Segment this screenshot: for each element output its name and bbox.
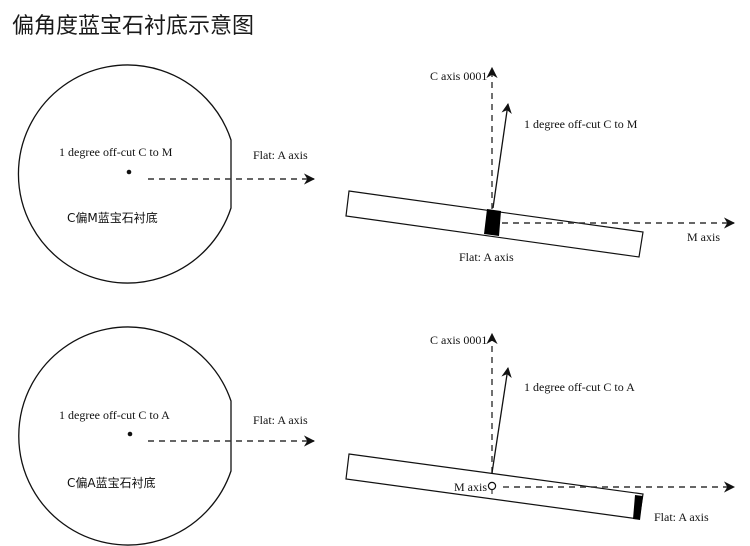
- substrate-label: C偏A蓝宝石衬底: [67, 475, 156, 490]
- wafer-outline: [17, 64, 232, 284]
- substrate-label: C偏M蓝宝石衬底: [67, 210, 158, 225]
- wafer-flat-label: Flat: A axis: [253, 413, 308, 427]
- wafer-outline: [18, 326, 232, 546]
- wafer-flat-label: Flat: A axis: [253, 148, 308, 162]
- wafer-top-view-c-to-a: 1 degree off-cut C to A Flat: A axis C偏A…: [18, 326, 316, 546]
- wafer-center-dot: [126, 169, 132, 175]
- c-axis-label: C axis 0001: [430, 69, 487, 83]
- wafer-offcut-label: 1 degree off-cut C to M: [59, 145, 173, 159]
- diagram-title: 偏角度蓝宝石衬底示意图: [12, 14, 255, 39]
- wafer-top-view-c-to-m: 1 degree off-cut C to M Flat: A axis C偏M…: [17, 64, 316, 284]
- side-flat-label: Flat: A axis: [459, 250, 514, 264]
- wafer-offcut-label: 1 degree off-cut C to A: [59, 408, 170, 422]
- side-offcut-label: 1 degree off-cut C to M: [524, 117, 638, 131]
- side-view-c-to-m: C axis 0001 1 degree off-cut C to M M ax…: [345, 66, 736, 264]
- flat-marker-block: [633, 495, 643, 520]
- panel-c-to-a: 1 degree off-cut C to A Flat: A axis C偏A…: [18, 326, 736, 546]
- panel-c-to-m: 1 degree off-cut C to M Flat: A axis C偏M…: [17, 64, 736, 284]
- m-axis-label: M axis: [454, 480, 487, 494]
- side-offcut-label: 1 degree off-cut C to A: [524, 380, 635, 394]
- c-axis-label: C axis 0001: [430, 333, 487, 347]
- side-view-c-to-a: C axis 0001 1 degree off-cut C to A M ax…: [345, 332, 736, 524]
- m-axis-label: M axis: [687, 230, 720, 244]
- wafer-center-dot: [127, 431, 133, 437]
- m-axis-origin-marker: [487, 481, 497, 491]
- offcut-arrow: [492, 102, 512, 209]
- side-flat-label: Flat: A axis: [654, 510, 709, 524]
- flat-marker-block: [484, 209, 501, 236]
- offcut-arrow: [491, 366, 512, 474]
